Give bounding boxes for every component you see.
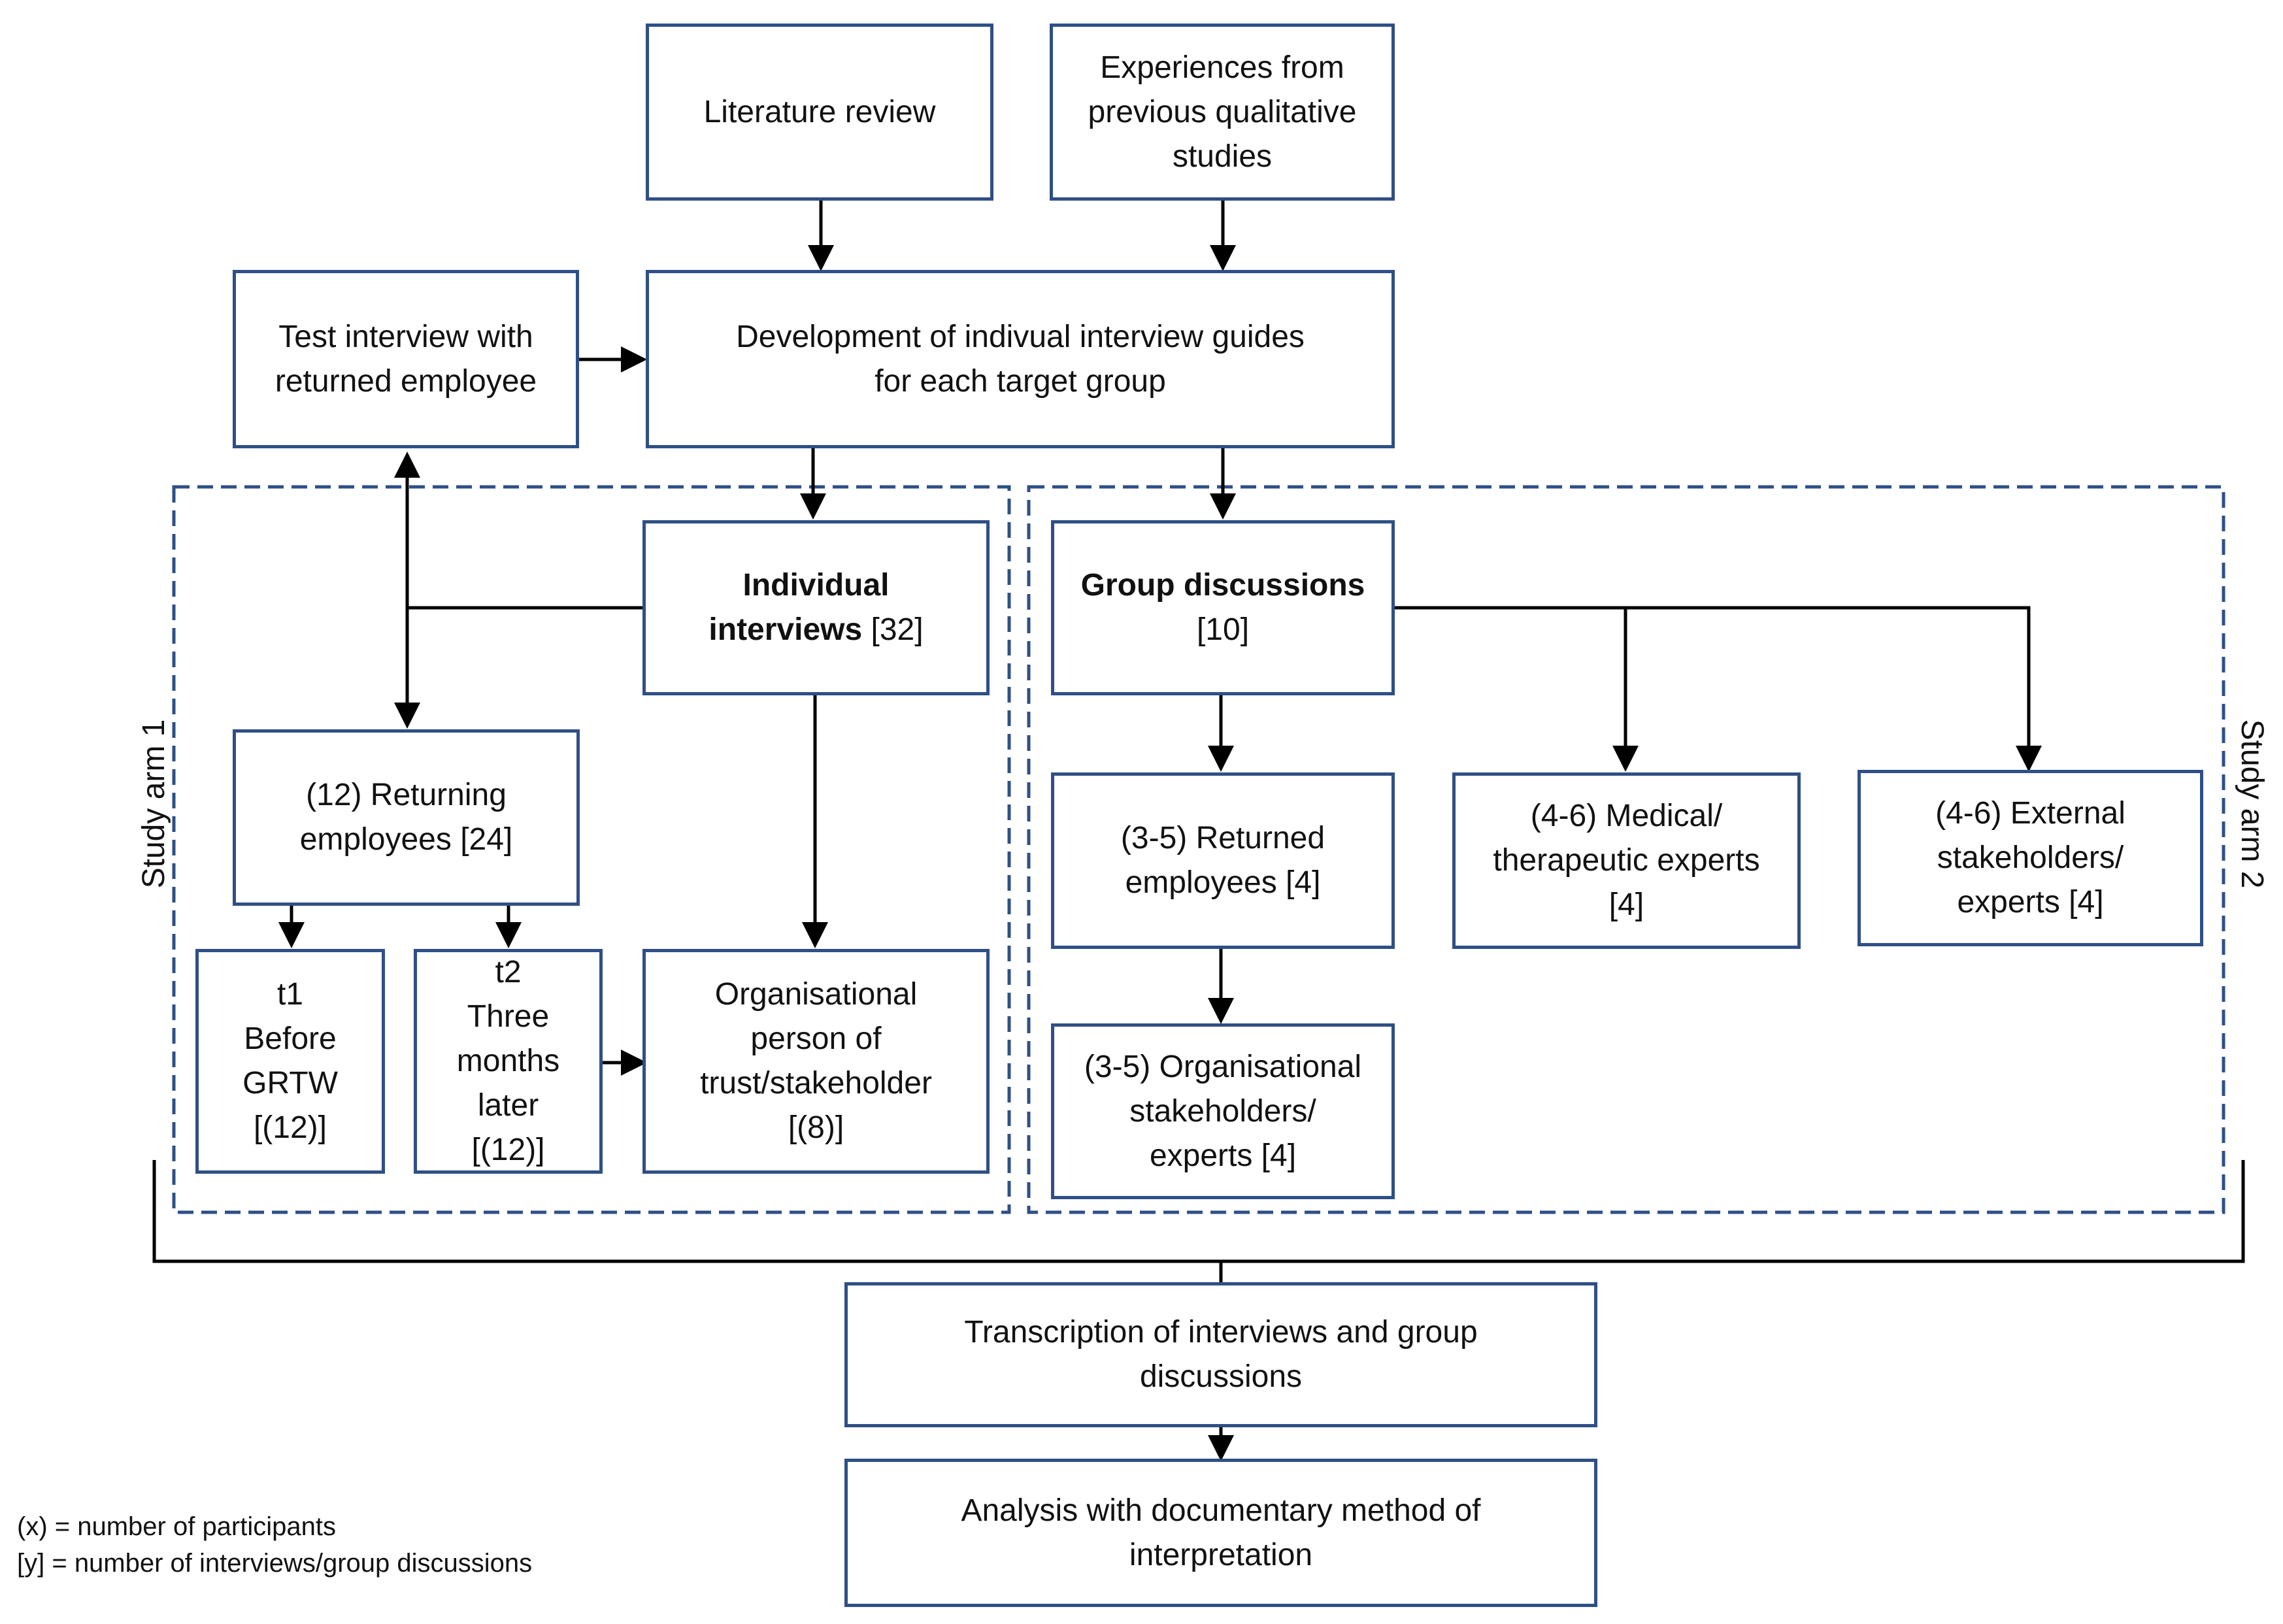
org-person-of-trust-text: Organisational person of trust/stakehold… (700, 977, 932, 1145)
study-arm-2-label: Study arm 2 (2235, 719, 2269, 889)
group-discussions-bold: Group discussions (1080, 568, 1365, 603)
t1-text: t1 Before GRTW [(12)] (242, 977, 338, 1145)
t1-box: t1 Before GRTW [(12)] (195, 949, 385, 1174)
literature-review-box: Literature review (646, 24, 993, 201)
medical-experts-box: (4-6) Medical/ therapeutic experts [4] (1452, 772, 1801, 949)
analysis-box: Analysis with documentary method of inte… (844, 1459, 1597, 1607)
individual-interviews-box: Individual interviews [32] (642, 520, 990, 695)
org-stakeholders-text: (3-5) Organisational stakeholders/ exper… (1084, 1049, 1362, 1173)
group-discussions-box: Group discussions [10] (1051, 520, 1395, 695)
individual-interviews-bold: Individual interviews (708, 568, 890, 647)
arrow-group-to-external (1625, 606, 2042, 772)
development-box: Development of indivual interview guides… (646, 270, 1395, 448)
org-stakeholders-box: (3-5) Organisational stakeholders/ exper… (1051, 1023, 1395, 1199)
returned-employees-text: (3-5) Returned employees [4] (1120, 821, 1325, 900)
external-stakeholders-box: (4-6) External stakeholders/ experts [4] (1858, 770, 2203, 946)
t2-text: t2 Three months later [(12)] (456, 955, 560, 1167)
analysis-text: Analysis with documentary method of inte… (961, 1493, 1481, 1572)
study-arm-1-container (172, 485, 1011, 1214)
returning-employees-text: (12) Returning employees [24] (299, 778, 513, 857)
development-text: Development of indivual interview guides… (736, 319, 1305, 399)
study-arm-1-label: Study arm 1 (137, 719, 171, 889)
study-arm-2-container (1027, 485, 2225, 1214)
test-interview-text: Test interview with returned employee (275, 319, 537, 399)
group-discussions-count: [10] (1196, 612, 1250, 647)
external-stakeholders-text: (4-6) External stakeholders/ experts [4] (1935, 796, 2125, 920)
merge-bracket (152, 1160, 2245, 1263)
individual-interviews-count: [32] (862, 612, 924, 647)
t2-box: t2 Three months later [(12)] (414, 949, 603, 1174)
legend-interviews: [y] = number of interviews/group discuss… (17, 1549, 533, 1578)
medical-experts-text: (4-6) Medical/ therapeutic experts [4] (1493, 799, 1760, 922)
experiences-text: Experiences from previous qualitative st… (1088, 50, 1357, 174)
experiences-box: Experiences from previous qualitative st… (1050, 24, 1395, 201)
returning-employees-box: (12) Returning employees [24] (233, 729, 580, 906)
literature-review-text: Literature review (703, 94, 936, 129)
org-person-of-trust-box: Organisational person of trust/stakehold… (642, 949, 990, 1174)
returned-employees-box: (3-5) Returned employees [4] (1051, 772, 1395, 949)
test-interview-box: Test interview with returned employee (233, 270, 579, 448)
arrow-group-to-medical (1395, 606, 1639, 772)
transcription-text: Transcription of interviews and group di… (964, 1315, 1478, 1394)
legend-participants: (x) = number of participants (17, 1512, 336, 1541)
transcription-box: Transcription of interviews and group di… (844, 1282, 1597, 1427)
